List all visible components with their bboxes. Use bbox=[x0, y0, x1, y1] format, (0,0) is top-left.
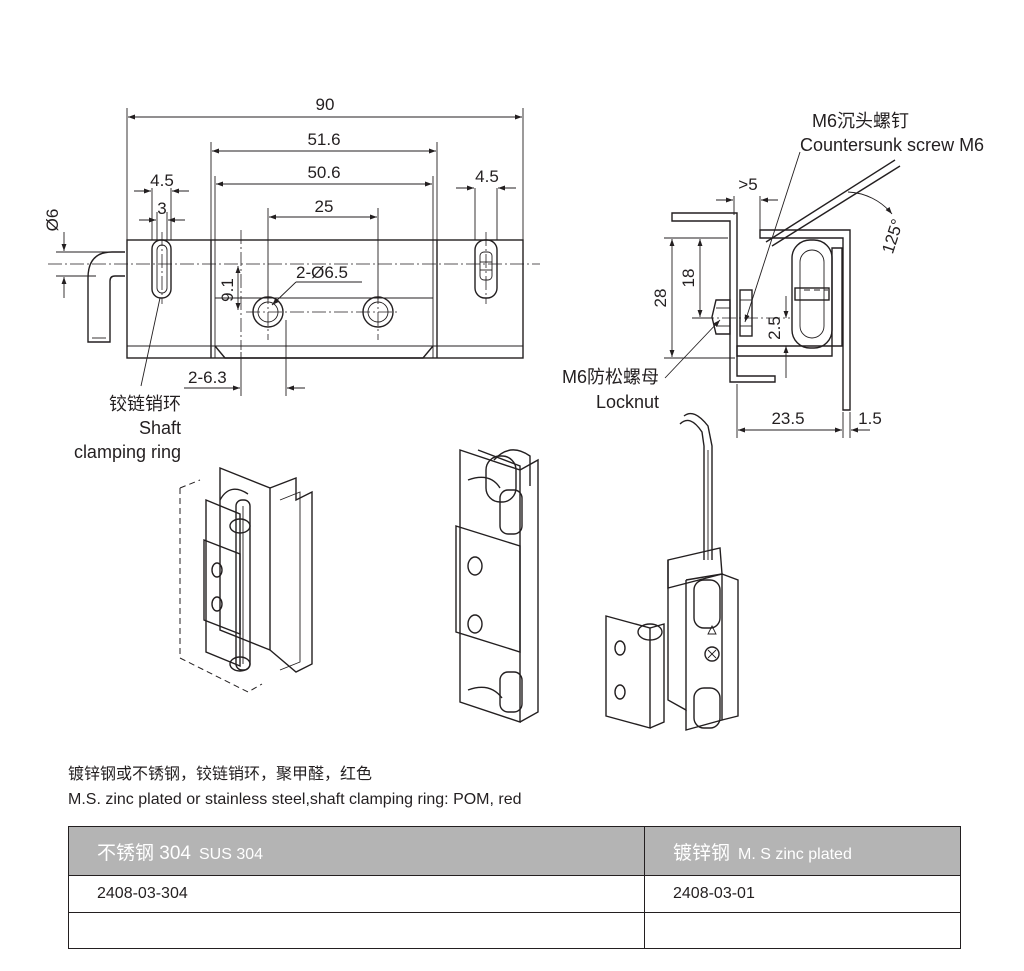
side-view: 28 18 >5 2.5 23.5 1.5 125° M6沉头螺钉 Counte… bbox=[562, 111, 984, 438]
label-nut-cn: M6防松螺母 bbox=[562, 367, 659, 387]
dim-slot-width: 3 bbox=[157, 199, 166, 218]
table-row bbox=[68, 911, 961, 950]
header-stainless-en: SUS 304 bbox=[198, 845, 264, 863]
dim-side-width: 23.5 bbox=[771, 409, 804, 428]
label-screw-en: Countersunk screw M6 bbox=[800, 135, 984, 155]
cell-part-zinc: 2408-03-01 bbox=[644, 875, 961, 913]
isometric-view-mounted bbox=[179, 466, 313, 693]
header-zinc-cn: 镀锌钢 bbox=[673, 842, 731, 864]
dim-height: 18 bbox=[679, 269, 698, 288]
dim-clearance: >5 bbox=[738, 175, 757, 194]
dim-angle: 125° bbox=[878, 217, 907, 256]
isometric-view-exploded bbox=[605, 412, 739, 731]
cell-empty-2 bbox=[644, 911, 961, 950]
label-screw-cn: M6沉头螺钉 bbox=[812, 111, 909, 131]
material-description-en: M.S. zinc plated or stainless steel,shaf… bbox=[68, 791, 522, 808]
header-stainless-cn: 不锈钢 304 bbox=[97, 842, 191, 864]
dim-width-a: 51.6 bbox=[307, 130, 340, 149]
cell-part-stainless: 2408-03-304 bbox=[68, 875, 645, 913]
header-stainless: 不锈钢 304 SUS 304 bbox=[68, 825, 645, 877]
label-nut-en: Locknut bbox=[596, 392, 659, 412]
technical-drawing: 90 51.6 50.6 25 4.5 3 4.5 Ø6 9.1 2-Ø6.5 … bbox=[43, 95, 984, 731]
label-ring-en-2: clamping ring bbox=[74, 442, 181, 462]
cell-empty-1 bbox=[68, 911, 645, 950]
part-number-table: 不锈钢 304 SUS 304 镀锌钢 M. S zinc plated 2408-… bbox=[68, 825, 961, 950]
dim-hole-height: 9.1 bbox=[218, 278, 237, 302]
dim-hole-offset: 2-6.3 bbox=[188, 368, 227, 387]
dim-holes: 2-Ø6.5 bbox=[296, 263, 348, 282]
dim-width-b: 50.6 bbox=[307, 163, 340, 182]
label-ring-cn: 铰链销环 bbox=[109, 394, 181, 414]
table-row: 2408-03-304 2408-03-01 bbox=[68, 875, 961, 913]
header-zinc: 镀锌钢 M. S zinc plated bbox=[644, 825, 961, 877]
dim-hole-spacing: 25 bbox=[315, 197, 334, 216]
dim-depth: 28 bbox=[651, 289, 670, 308]
dim-gap: 2.5 bbox=[765, 316, 784, 340]
label-ring-en-1: Shaft bbox=[139, 418, 181, 438]
table-header-row: 不锈钢 304 SUS 304 镀锌钢 M. S zinc plated bbox=[68, 825, 961, 877]
front-view: 90 51.6 50.6 25 4.5 3 4.5 Ø6 9.1 2-Ø6.5 … bbox=[43, 95, 540, 462]
header-zinc-en: M. S zinc plated bbox=[738, 845, 852, 863]
dim-end-left: 4.5 bbox=[150, 171, 174, 190]
dim-overall-width: 90 bbox=[316, 95, 335, 114]
material-description-cn: 镀锌钢或不锈钢，铰链销环，聚甲醛，红色 bbox=[68, 766, 373, 783]
isometric-view-closed bbox=[455, 449, 539, 723]
dim-end-right: 4.5 bbox=[475, 167, 499, 186]
dim-shaft-diameter: Ø6 bbox=[43, 209, 62, 232]
dim-thickness: 1.5 bbox=[858, 409, 882, 428]
